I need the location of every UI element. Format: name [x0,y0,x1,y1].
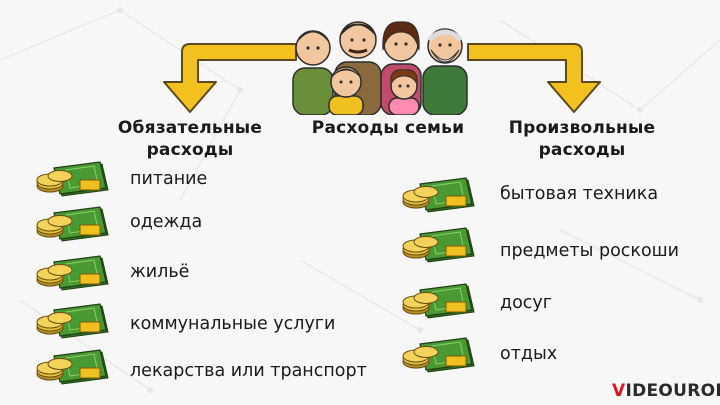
mandatory-item-housing: жильё [130,262,190,282]
mandatory-heading-line2: расходы [146,140,234,160]
family-group-icon [292,21,468,115]
mandatory-heading-line1: Обязательные [117,118,263,138]
mandatory-item-food: питание [130,169,208,189]
mandatory-expenses-heading: Обязательные расходы [105,117,275,161]
money-stack-icon [402,283,475,319]
logo-letter-v: V [612,381,626,401]
curved-arrow-down-left-icon [163,43,297,113]
center-title: Расходы семьи [311,118,465,138]
optional-expenses-heading: Произвольные расходы [492,117,672,161]
money-stack-icon [36,255,109,291]
optional-item-appliances: бытовая техника [500,184,659,204]
optional-heading-line2: расходы [538,140,626,160]
optional-item-leisure: досуг [500,293,552,313]
money-stack-icon [36,206,109,242]
mandatory-item-utilities: коммунальные услуги [130,314,336,334]
mandatory-item-medicine-transport: лекарства или транспорт [130,361,367,381]
money-stack-icon [402,337,475,373]
optional-heading-line1: Произвольные [508,118,656,138]
videouroki-logo: VIDEOUROKI5 [612,381,720,401]
logo-text: IDEOUROKI [625,381,720,401]
money-stack-icon [402,227,475,263]
money-stack-icon [402,177,475,213]
money-stack-icon [36,161,109,197]
curved-arrow-down-right-icon [467,43,601,113]
optional-item-luxury: предметы роскоши [500,241,680,261]
optional-item-rest: отдых [500,344,558,364]
mandatory-item-clothing: одежда [130,212,203,232]
money-stack-icon [36,303,109,339]
money-stack-icon [36,349,109,385]
